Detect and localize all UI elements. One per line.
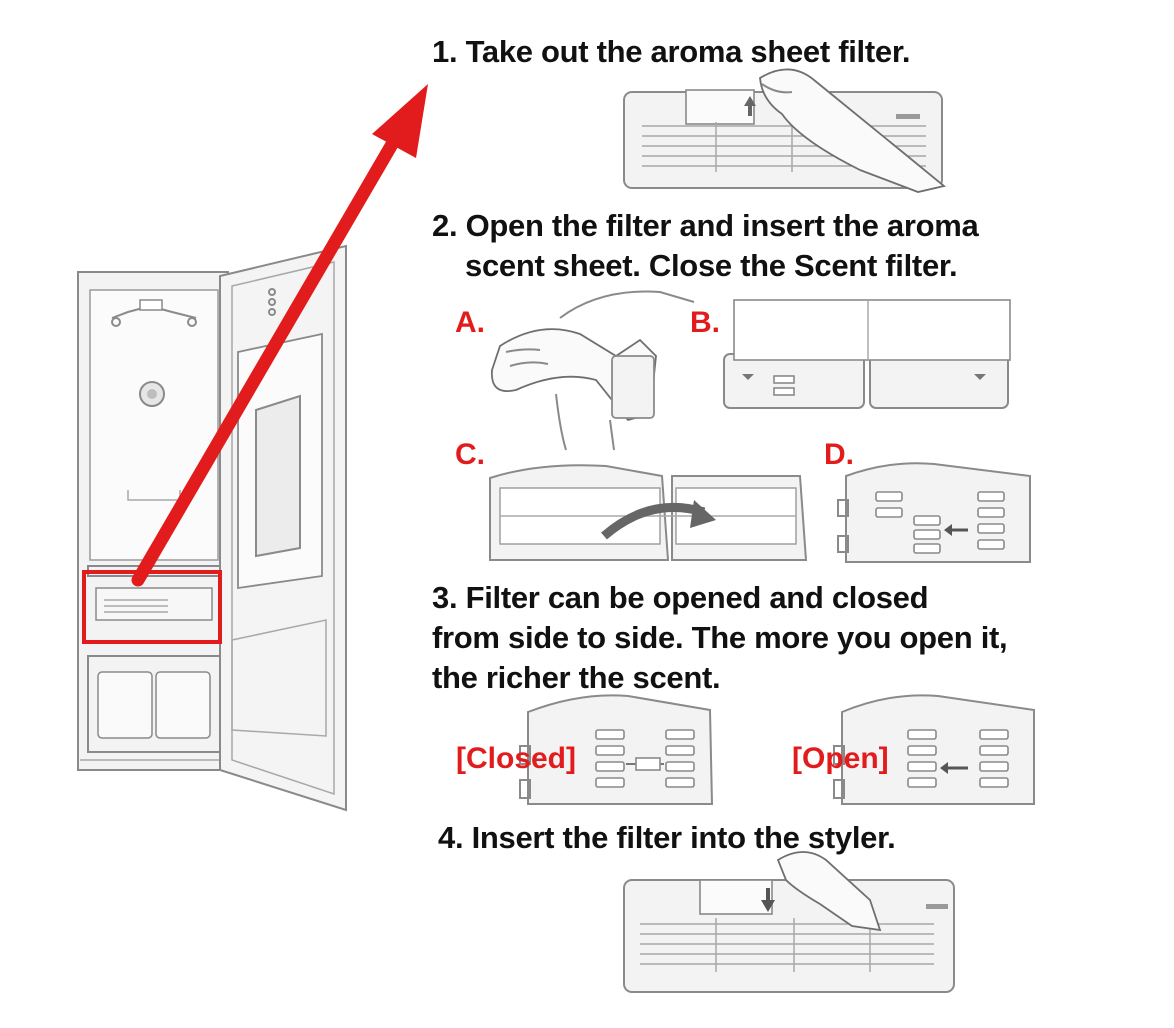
label-closed: [Closed] xyxy=(456,742,576,775)
filter-step2-a xyxy=(491,290,695,451)
styler-cabinet xyxy=(77,271,229,771)
label-a: A. xyxy=(455,306,485,339)
label-open: [Open] xyxy=(792,742,889,775)
label-d: D. xyxy=(824,438,854,471)
step3-text-line2: from side to side. The more you open it, xyxy=(432,620,1008,655)
label-b: B. xyxy=(690,306,720,339)
step1-text: 1. Take out the aroma sheet filter. xyxy=(432,34,911,69)
step2-text-line2: scent sheet. Close the Scent filter. xyxy=(465,248,958,283)
step3-text-line3: the richer the scent. xyxy=(432,660,721,695)
filter-step4 xyxy=(623,851,955,993)
filter-highlight-box xyxy=(82,570,222,644)
filter-step3-open xyxy=(833,694,1035,805)
red-arrow-icon xyxy=(131,84,428,587)
step2-text-line1: 2. Open the filter and insert the aroma xyxy=(432,208,979,243)
step4-text: 4. Insert the filter into the styler. xyxy=(438,820,896,855)
step3-text-line1: 3. Filter can be opened and closed xyxy=(432,580,929,615)
filter-step1 xyxy=(623,68,946,193)
styler-door xyxy=(219,244,347,812)
filter-step2-c xyxy=(489,464,808,561)
filter-step3-closed xyxy=(519,694,714,805)
filter-step2-b xyxy=(723,299,1011,409)
label-c: C. xyxy=(455,438,485,471)
filter-step2-d xyxy=(837,462,1031,563)
